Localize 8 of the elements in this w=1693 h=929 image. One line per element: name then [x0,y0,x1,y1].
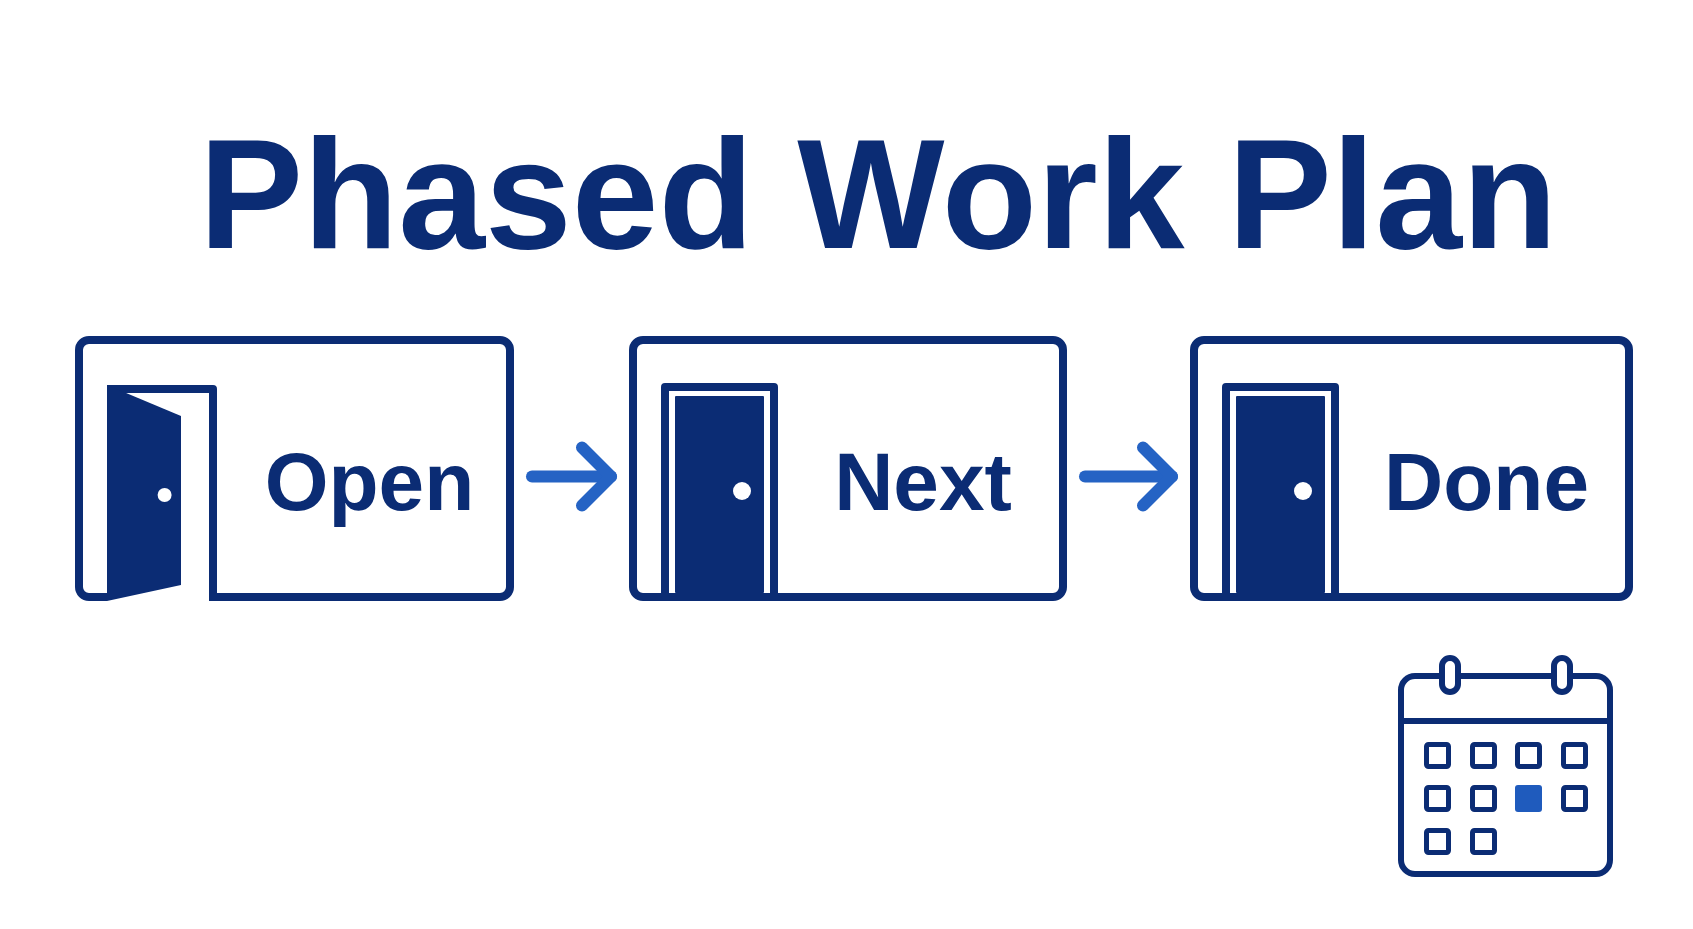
box-label: Next [834,441,1012,523]
step-box [75,336,514,601]
arrow [1079,441,1178,512]
title: Phased Work Plan [199,116,1558,272]
step-box [629,336,1067,601]
step-box [1190,336,1633,601]
arrow [526,441,617,512]
box-label: Done [1384,441,1589,523]
